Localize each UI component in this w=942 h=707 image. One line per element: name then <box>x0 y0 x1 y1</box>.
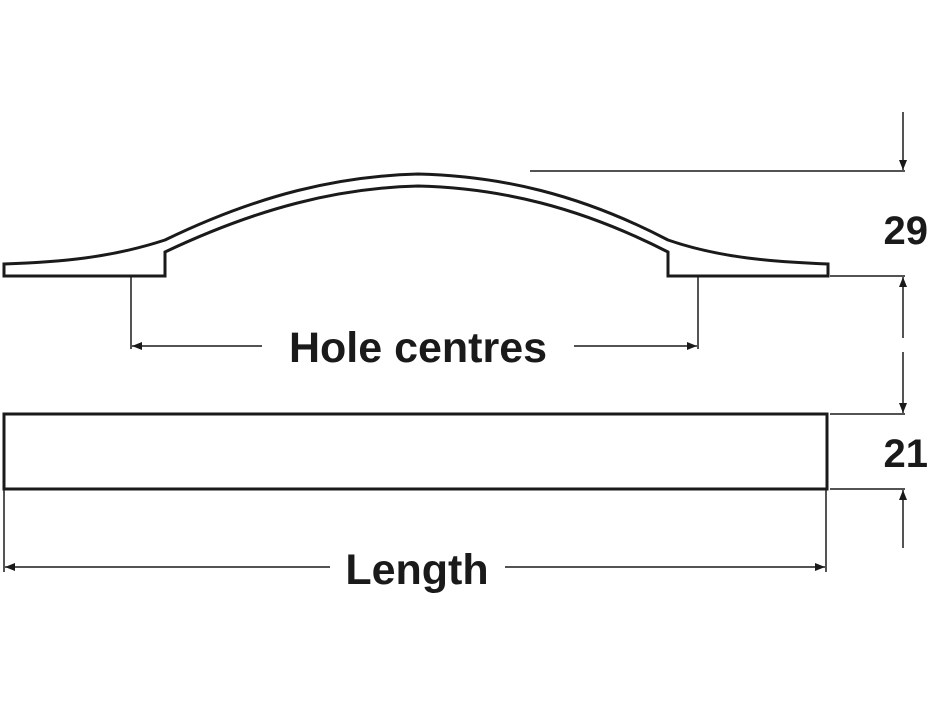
hole-centres-label: Hole centres <box>289 324 547 372</box>
height-29-label: 29 <box>884 209 929 253</box>
handle-front-rectangle <box>2 412 829 491</box>
thickness-21-label: 21 <box>884 432 929 476</box>
length-label: Length <box>345 546 488 594</box>
handle-side-outline <box>2 172 830 278</box>
